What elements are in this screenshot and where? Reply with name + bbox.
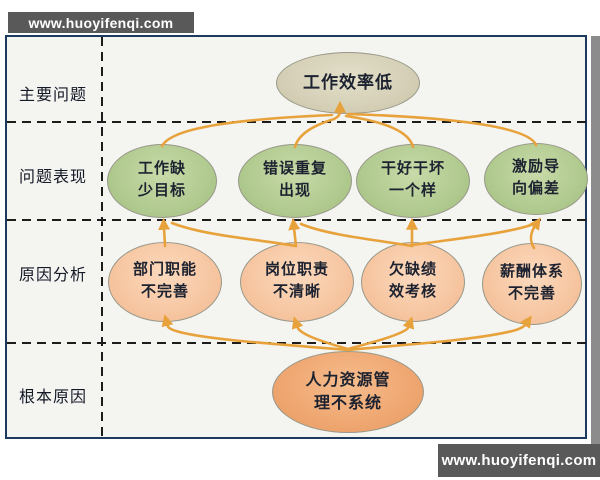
node-cause-2: 岗位职责 不清晰 bbox=[240, 242, 354, 322]
node-cause-1: 部门职能 不完善 bbox=[108, 242, 222, 322]
node-cause-2-line2: 不清晰 bbox=[272, 284, 321, 300]
node-cause-3: 欠缺绩 效考核 bbox=[361, 242, 465, 322]
watermark-top-text: www.huoyifenqi.com bbox=[28, 14, 174, 31]
node-root-cause: 人力资源管 理不系统 bbox=[272, 351, 424, 433]
node-symptom-4-line2: 向偏差 bbox=[511, 181, 560, 197]
row-label-main-problem: 主要问题 bbox=[18, 87, 87, 104]
node-root-cause-line1: 人力资源管 bbox=[305, 371, 391, 389]
watermark-bottom-text: www.huoyifenqi.com bbox=[441, 452, 597, 469]
node-cause-2-line1: 岗位职责 bbox=[264, 262, 329, 279]
row-label-root-cause: 根本原因 bbox=[18, 389, 87, 406]
node-cause-1-line2: 不完善 bbox=[140, 284, 189, 300]
node-symptom-1: 工作缺 少目标 bbox=[107, 144, 217, 218]
node-symptom-4-line1: 激励导 bbox=[511, 159, 560, 176]
right-gray-strip bbox=[591, 36, 600, 444]
node-cause-1-line1: 部门职能 bbox=[132, 262, 197, 279]
node-main-problem: 工作效率低 bbox=[276, 52, 420, 114]
node-cause-3-line1: 欠缺绩 bbox=[388, 262, 437, 279]
node-symptom-3-line1: 干好干坏 bbox=[380, 161, 445, 178]
node-symptom-2-line2: 出现 bbox=[278, 183, 311, 199]
node-symptom-2: 错误重复 出现 bbox=[238, 144, 352, 218]
row-label-cause-analysis: 原因分析 bbox=[18, 267, 87, 284]
row-label-symptoms: 问题表现 bbox=[18, 169, 87, 186]
node-symptom-4: 激励导 向偏差 bbox=[484, 143, 588, 215]
node-symptom-3: 干好干坏 一个样 bbox=[356, 144, 470, 218]
watermark-top-bar: www.huoyifenqi.com bbox=[8, 12, 194, 33]
node-cause-4-line2: 不完善 bbox=[507, 286, 556, 302]
node-root-cause-line2: 理不系统 bbox=[313, 395, 382, 412]
node-symptom-3-line2: 一个样 bbox=[388, 183, 437, 199]
node-main-problem-text: 工作效率低 bbox=[303, 72, 393, 92]
node-cause-4: 薪酬体系 不完善 bbox=[482, 243, 582, 325]
node-symptom-1-line1: 工作缺 bbox=[137, 161, 186, 178]
watermark-bottom-bar: www.huoyifenqi.com bbox=[438, 444, 600, 477]
node-cause-4-line1: 薪酬体系 bbox=[499, 264, 564, 281]
node-symptom-2-line1: 错误重复 bbox=[262, 161, 327, 178]
node-symptom-1-line2: 少目标 bbox=[137, 183, 186, 199]
node-cause-3-line2: 效考核 bbox=[388, 284, 437, 300]
